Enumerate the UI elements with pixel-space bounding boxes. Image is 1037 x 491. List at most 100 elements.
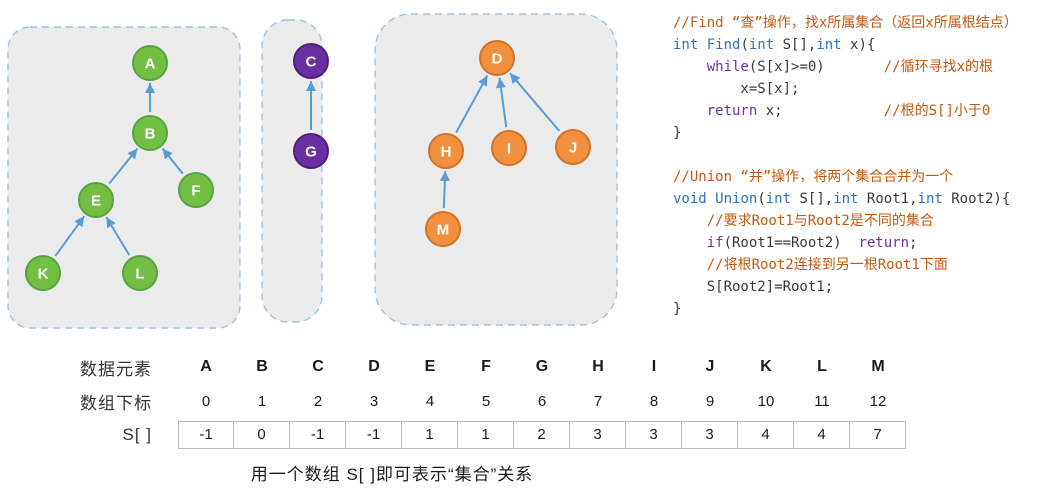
code-line: void Union(int S[],int Root1,int Root2){ bbox=[673, 188, 1018, 210]
edge-L-to-E bbox=[105, 216, 131, 256]
code-line: while(S[x]>=0) //循环寻找x的根 bbox=[673, 56, 1018, 78]
code-token-comment: //循环寻找x的根 bbox=[883, 59, 994, 75]
code-token-plain: } bbox=[673, 301, 682, 317]
code-line: //Union “并”操作，将两个集合合并为一个 bbox=[673, 166, 1018, 188]
table-cell: D bbox=[368, 358, 380, 375]
table-cell: 6 bbox=[537, 392, 547, 410]
node-label-F: F bbox=[191, 182, 200, 199]
code-token-plain bbox=[673, 257, 707, 273]
node-label-K: K bbox=[38, 265, 49, 282]
row-label-indices: 数组下标 bbox=[80, 393, 152, 413]
node-label-C: C bbox=[306, 53, 317, 70]
code-token-kw: int bbox=[816, 37, 842, 53]
table-cell: 5 bbox=[481, 392, 491, 410]
code-token-kw: void bbox=[673, 191, 716, 207]
tree-node-B bbox=[132, 115, 168, 151]
code-token-ctrl: return bbox=[858, 235, 910, 251]
edge-E-to-B bbox=[108, 147, 139, 185]
node-label-L: L bbox=[135, 265, 144, 282]
table-cell: 7 bbox=[593, 392, 603, 410]
tree-node-A bbox=[132, 45, 168, 81]
code-line: //要求Root1与Root2是不同的集合 bbox=[673, 210, 1018, 232]
code-token-ctrl: if bbox=[706, 235, 724, 251]
node-label-G: G bbox=[305, 143, 317, 160]
code-token-comment: //Union “并”操作，将两个集合合并为一个 bbox=[673, 169, 954, 185]
code-token-plain: x=S[x]; bbox=[673, 81, 800, 97]
code-token-kw: int bbox=[833, 191, 859, 207]
table-cell: 1 bbox=[402, 421, 458, 449]
table-cell: -1 bbox=[290, 421, 346, 449]
tree-node-K bbox=[25, 255, 61, 291]
edge-J-to-D bbox=[509, 72, 561, 132]
code-token-plain: Root1, bbox=[858, 191, 918, 207]
code-token-kw: int bbox=[917, 191, 943, 207]
table-cell: 7 bbox=[850, 421, 906, 449]
table-cell: J bbox=[705, 358, 715, 375]
code-token-ctrl: return bbox=[706, 103, 758, 119]
table-cell: A bbox=[200, 358, 212, 375]
row-label-values: S[ ] bbox=[122, 425, 152, 444]
table-cell: 11 bbox=[814, 392, 830, 410]
code-line: if(Root1==Root2) return; bbox=[673, 232, 1018, 254]
table-cell: 1 bbox=[458, 421, 514, 449]
code-line: } bbox=[673, 298, 1018, 320]
table-cell: 0 bbox=[201, 392, 211, 410]
table-cell: E bbox=[424, 358, 436, 375]
table-cell: 4 bbox=[425, 392, 435, 410]
caption: 用一个数组 S[ ]即可表示“集合”关系 bbox=[250, 465, 534, 484]
code-token-comment: //将根Root2连接到另一根Root1下面 bbox=[706, 257, 948, 273]
code-token-comment: //Find “查”操作，找x所属集合（返回x所属根结点） bbox=[673, 15, 1018, 31]
tree-node-I bbox=[491, 130, 527, 166]
table-cell: 2 bbox=[514, 421, 570, 449]
tree-node-M bbox=[425, 211, 461, 247]
table-cell: -1 bbox=[346, 421, 402, 449]
table-cell: 1 bbox=[257, 392, 267, 410]
node-label-D: D bbox=[492, 50, 503, 67]
table-cell: M bbox=[871, 358, 885, 375]
tree-node-F bbox=[178, 172, 214, 208]
table-cell: 3 bbox=[570, 421, 626, 449]
table-cell: K bbox=[760, 358, 772, 375]
edge-K-to-E bbox=[54, 215, 86, 257]
table-cell: 2 bbox=[313, 392, 323, 410]
node-label-J: J bbox=[569, 139, 577, 156]
code-token-comment: //要求Root1与Root2是不同的集合 bbox=[706, 213, 934, 229]
code-line: S[Root2]=Root1; bbox=[673, 276, 1018, 298]
table-cell: 4 bbox=[738, 421, 794, 449]
table-cell: B bbox=[256, 358, 268, 375]
code-token-plain bbox=[825, 59, 884, 75]
code-line: x=S[x]; bbox=[673, 78, 1018, 100]
table-cell: 3 bbox=[369, 392, 379, 410]
code-token-plain: ( bbox=[757, 191, 766, 207]
code-token-plain: S[Root2]=Root1; bbox=[673, 279, 834, 295]
tree-node-C bbox=[293, 43, 329, 79]
code-line bbox=[673, 144, 1018, 166]
table-cell: 9 bbox=[705, 392, 715, 410]
code-line: //Find “查”操作，找x所属集合（返回x所属根结点） bbox=[673, 12, 1018, 34]
code-token-plain: x){ bbox=[841, 37, 876, 53]
table-cell: 12 bbox=[869, 392, 887, 410]
code-token-plain: ; bbox=[909, 235, 918, 251]
code-token-plain bbox=[673, 235, 707, 251]
code-token-kw: int bbox=[765, 191, 792, 207]
code-token-plain: } bbox=[673, 125, 682, 141]
edge-F-to-B bbox=[161, 147, 184, 175]
code-line: } bbox=[673, 122, 1018, 144]
tree-node-L bbox=[122, 255, 158, 291]
code-token-plain: S[], bbox=[774, 37, 817, 53]
node-label-M: M bbox=[437, 221, 450, 238]
set-boundary-green bbox=[7, 26, 241, 329]
node-label-H: H bbox=[441, 143, 452, 160]
table-cell: 0 bbox=[234, 421, 290, 449]
edge-M-to-H bbox=[439, 170, 450, 209]
code-token-plain: (S[x]>=0) bbox=[748, 59, 825, 75]
table-cell: 10 bbox=[757, 392, 775, 410]
tree-node-E bbox=[78, 182, 114, 218]
code-token-plain: S[], bbox=[791, 191, 834, 207]
node-label-B: B bbox=[145, 125, 156, 142]
code-token-plain: x; bbox=[757, 103, 783, 119]
node-label-E: E bbox=[91, 192, 101, 209]
code-token-kw: int bbox=[673, 37, 707, 53]
